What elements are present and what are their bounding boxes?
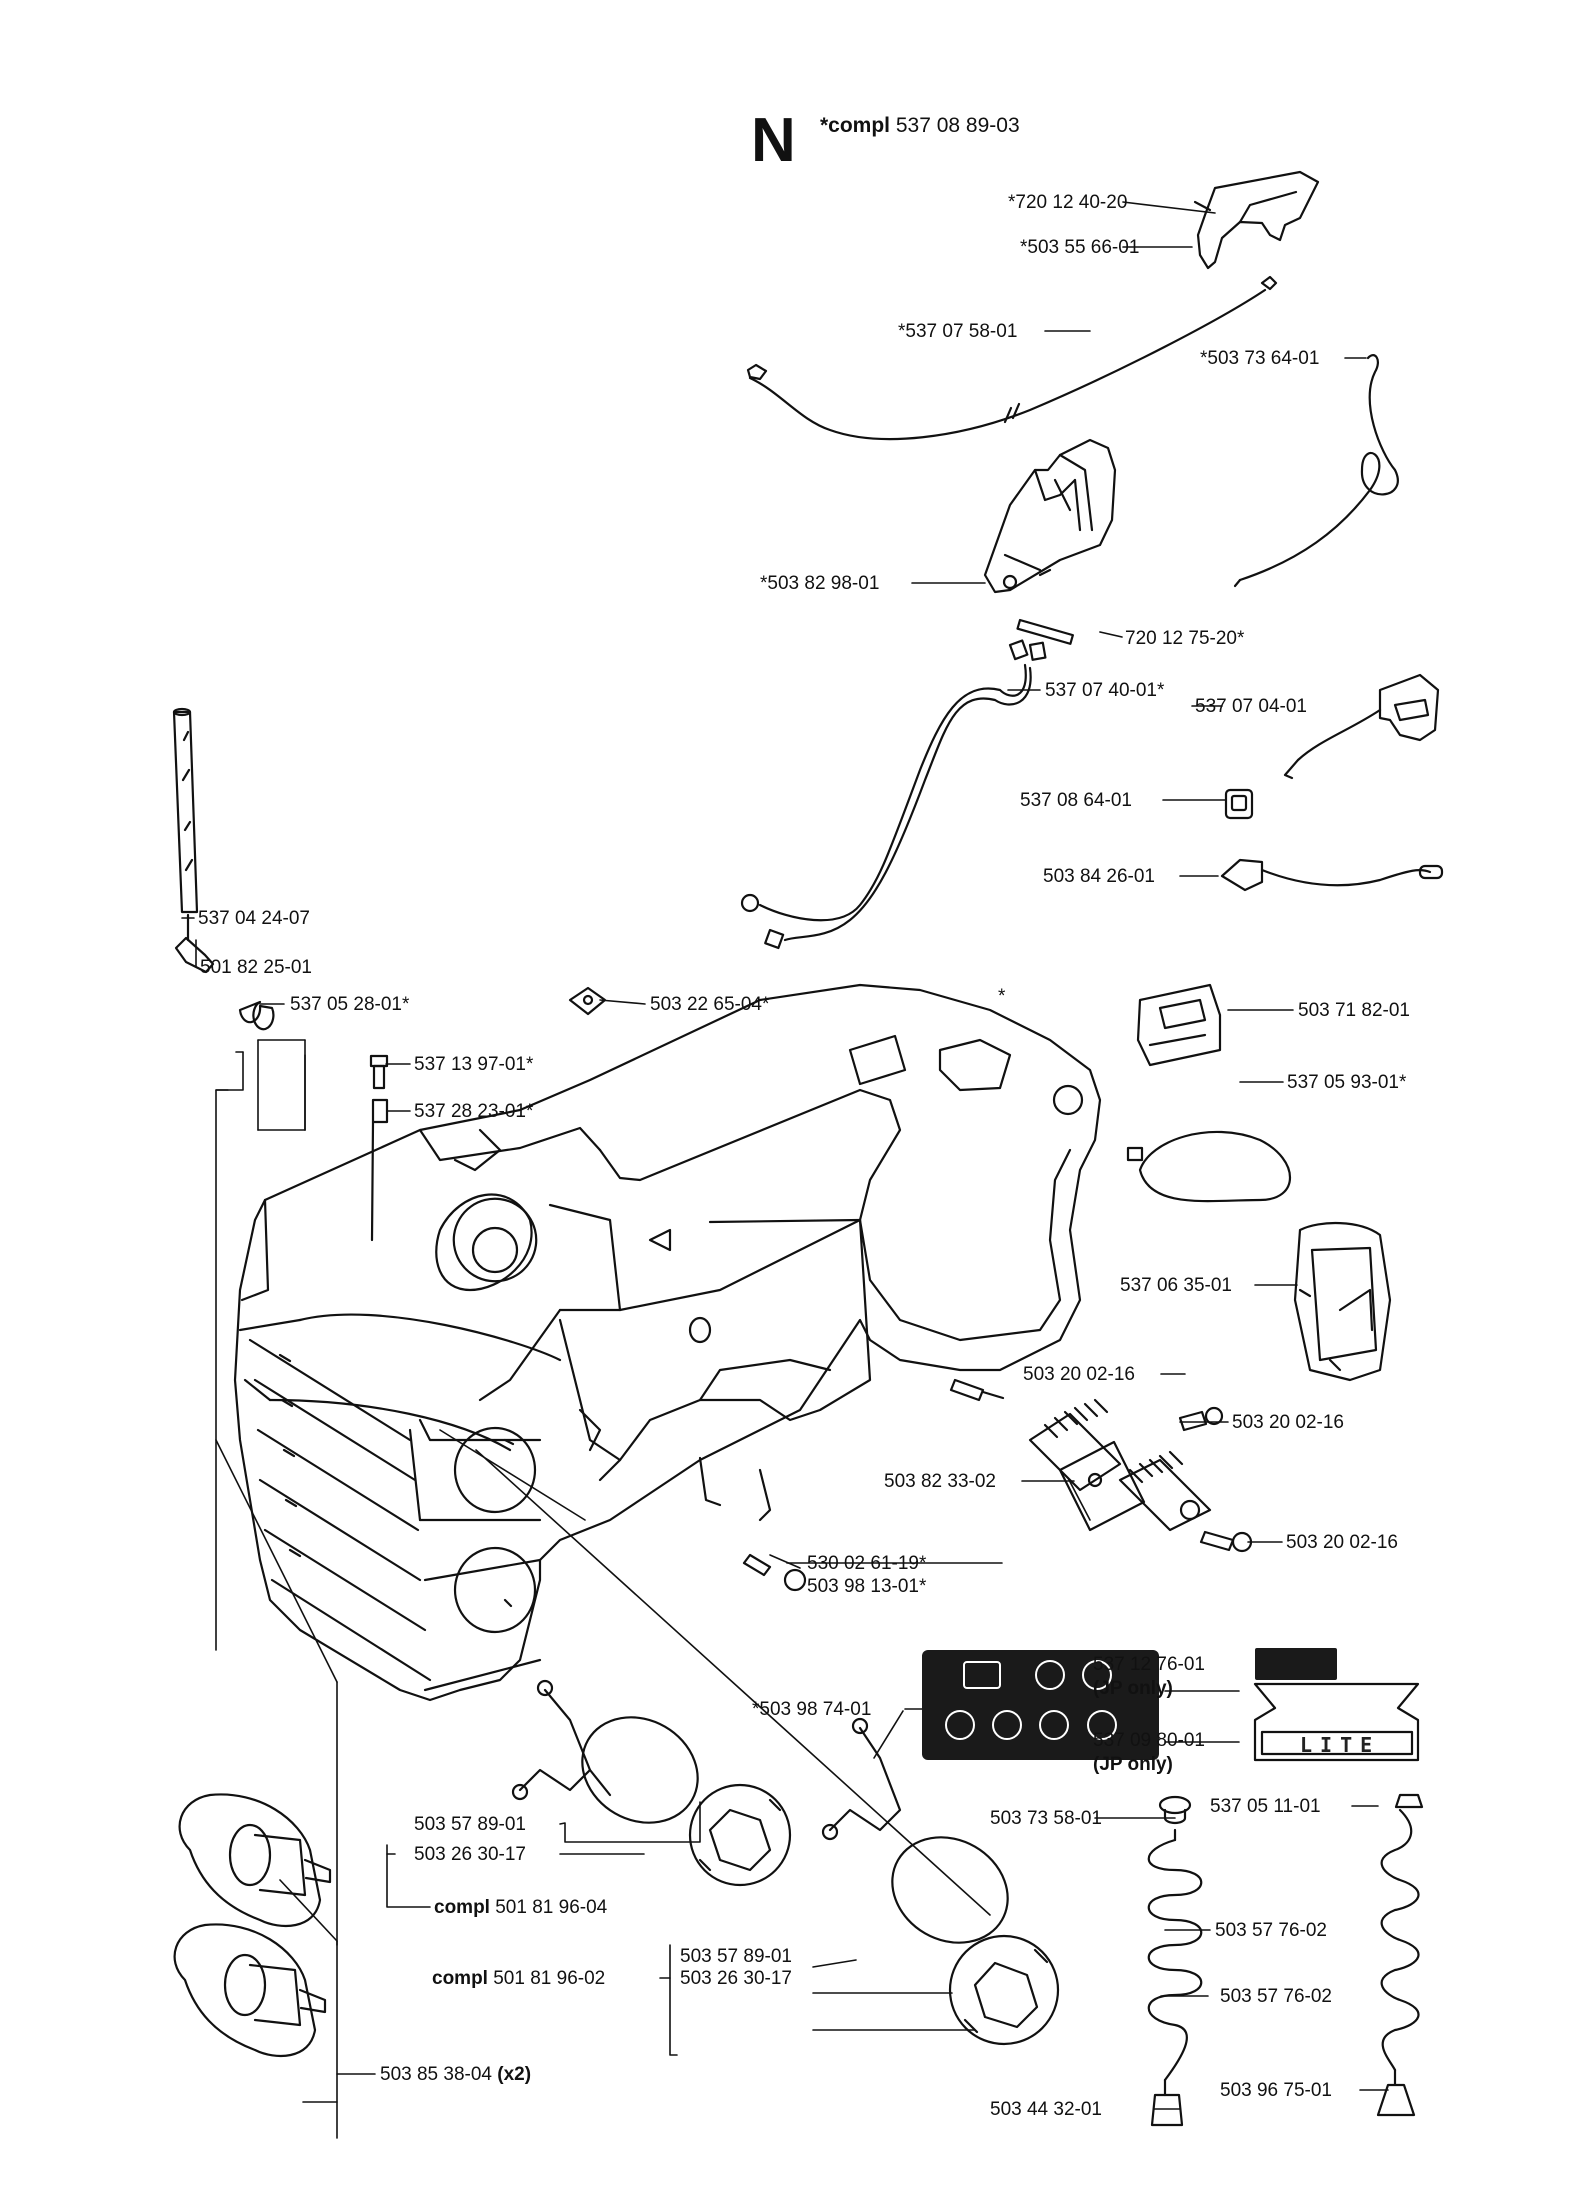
label-503-20-02-16-b: 503 20 02-16 — [1232, 1412, 1344, 1433]
nut-drawing — [568, 986, 607, 1016]
label-503-98-13-01: 503 98 13-01* — [807, 1576, 927, 1597]
throttle-trigger-drawing — [1193, 170, 1320, 270]
label-503-20-02-16-a: 503 20 02-16 — [1023, 1364, 1135, 1385]
label-503-57-76-02-a: 503 57 76-02 — [1215, 1920, 1327, 1941]
compl-b-prefix: compl — [432, 1968, 488, 1989]
label-537-28-23-01: 537 28 23-01* — [414, 1101, 534, 1122]
chain-tensioner-drawing — [1028, 1398, 1212, 1532]
spring-drawing — [1233, 354, 1399, 588]
label-537-09-80-01: 537 09 80-01 — [1093, 1730, 1205, 1751]
filter-springs-drawing — [1147, 1793, 1424, 2127]
grip-cover-drawing — [1126, 1130, 1292, 1203]
label-jp-only-2: (JP only) — [1093, 1754, 1173, 1775]
vibration-dampers-drawing — [511, 1679, 1060, 2046]
header-compl: *compl 537 08 89-03 — [820, 114, 1020, 138]
label-501-82-25-01: 501 82 25-01 — [200, 957, 312, 978]
part-number-503-85-38-04: 503 85 38-04 — [380, 2064, 492, 2085]
label-503-71-82-01: 503 71 82-01 — [1298, 1000, 1410, 1021]
label-503-22-65-04: 503 22 65-04* — [650, 994, 770, 1015]
pins-drawing — [369, 1054, 389, 1242]
connector-cable-drawing — [1220, 858, 1444, 892]
label-compl-501-81-96-02: compl 501 81 96-02 — [432, 1968, 605, 1990]
lite-decal-text: LITE — [1300, 1733, 1381, 1757]
label-compl-501-81-96-04: compl 501 81 96-04 — [434, 1897, 607, 1919]
label-503-82-33-02: 503 82 33-02 — [884, 1471, 996, 1492]
compl-b-number: 501 81 96-02 — [493, 1968, 606, 1989]
label-537-07-04-01: 537 07 04-01 — [1195, 696, 1307, 717]
wire-harness-drawing — [740, 639, 1047, 950]
label-720-12-40-20: *720 12 40-20 — [1008, 192, 1128, 213]
label-537-04-24-07: 537 04 24-07 — [198, 908, 310, 929]
throttle-lockout-drawing — [983, 438, 1117, 645]
label-537-05-93-01: 537 05 93-01* — [1287, 1072, 1407, 1093]
leader-lines — [181, 201, 1389, 2139]
label-503-57-89-01-a: 503 57 89-01 — [414, 1814, 526, 1835]
label-530-02-61-19: 530 02 61-19* — [807, 1553, 927, 1574]
label-503-73-58-01: 503 73 58-01 — [990, 1808, 1102, 1829]
label-720-12-75-20: 720 12 75-20* — [1125, 628, 1245, 649]
switch-drawing — [1136, 983, 1222, 1067]
side-cover-drawing — [1293, 1222, 1392, 1382]
compl-number: 537 08 89-03 — [895, 114, 1020, 137]
compl-a-prefix: compl — [434, 1897, 490, 1918]
stop-switch-drawing — [1283, 673, 1440, 780]
label-503-57-76-02-b: 503 57 76-02 — [1220, 1986, 1332, 2007]
label-537-12-76-01: 537 12 76-01 — [1093, 1654, 1205, 1675]
jp-decal-black — [1255, 1648, 1337, 1680]
label-503-20-02-16-c: 503 20 02-16 — [1286, 1532, 1398, 1553]
label-537-07-58-01: *537 07 58-01 — [898, 321, 1018, 342]
label-star: * — [998, 986, 1006, 1007]
label-537-05-28-01: 537 05 28-01* — [290, 994, 410, 1015]
throttle-cable-drawing — [746, 275, 1278, 441]
label-503-55-66-01: *503 55 66-01 — [1020, 237, 1140, 258]
quantity-x2: (x2) — [497, 2064, 532, 2085]
label-537-06-35-01: 537 06 35-01 — [1120, 1275, 1232, 1296]
label-537-05-11-01: 537 05 11-01 — [1210, 1796, 1321, 1817]
label-503-26-30-17-a: 503 26 30-17 — [414, 1844, 526, 1865]
compl-prefix: *compl — [820, 114, 891, 137]
label-503-84-26-01: 503 84 26-01 — [1043, 866, 1155, 887]
label-503-26-30-17-b: 503 26 30-17 — [680, 1968, 792, 1989]
section-letter: N — [751, 106, 796, 175]
label-503-85-38-04: 503 85 38-04 (x2) — [380, 2064, 531, 2086]
crankcase-handle-drawing — [233, 983, 1102, 1702]
label-537-08-64-01: 537 08 64-01 — [1020, 790, 1132, 811]
screws-drawing — [742, 1378, 1253, 1592]
lite-decal-drawing — [1253, 1682, 1420, 1762]
label-537-07-40-01: 537 07 40-01* — [1045, 680, 1165, 701]
label-503-98-74-01: *503 98 74-01 — [752, 1699, 872, 1720]
av-elements-drawing — [173, 1793, 332, 2058]
label-503-82-98-01: *503 82 98-01 — [760, 573, 880, 594]
label-503-73-64-01: *503 73 64-01 — [1200, 348, 1320, 369]
warning-decal — [922, 1650, 1159, 1760]
grommet-drawing — [1224, 788, 1254, 820]
label-503-96-75-01: 503 96 75-01 — [1220, 2080, 1332, 2101]
hose-drawing — [172, 707, 275, 1031]
label-503-57-89-01-b: 503 57 89-01 — [680, 1946, 792, 1967]
label-jp-only-1: (JP only) — [1093, 1678, 1173, 1699]
label-537-13-97-01: 537 13 97-01* — [414, 1054, 534, 1075]
label-503-44-32-01: 503 44 32-01 — [990, 2099, 1102, 2120]
compl-a-number: 501 81 96-04 — [495, 1897, 608, 1918]
